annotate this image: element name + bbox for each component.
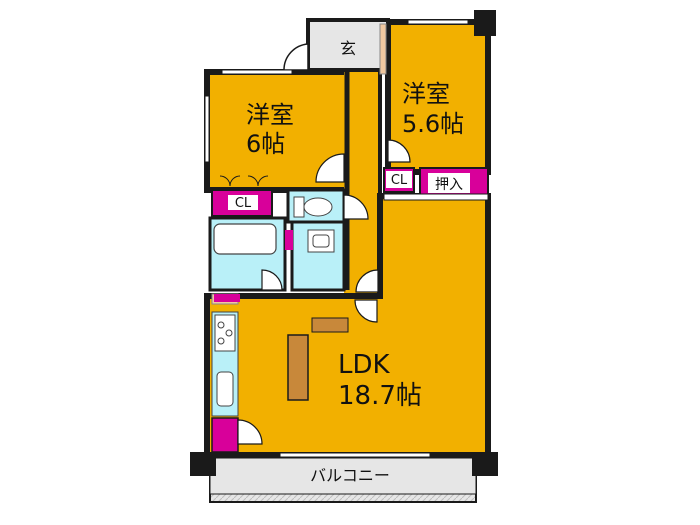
western-room-left-size: 6帖 [246,130,285,158]
column [474,10,496,36]
balcony-label: バルコニー [310,466,390,485]
entrance [306,18,390,72]
western-room-left [204,69,350,193]
entrance-label: 玄 [340,39,356,58]
closet-right-label: CL [391,173,408,188]
column [472,452,498,476]
western-room-right-name: 洋室 [402,80,450,108]
column [190,452,216,476]
ldk-name: LDK [338,350,391,380]
oshiire-label: 押入 [435,177,463,193]
western-room-left-name: 洋室 [246,101,294,129]
corridor [344,66,380,296]
ldk-size: 18.7帖 [338,381,422,411]
kitchen-counter [287,334,309,401]
western-room-right-size: 5.6帖 [402,110,464,138]
closet-left-label: CL [235,196,252,211]
